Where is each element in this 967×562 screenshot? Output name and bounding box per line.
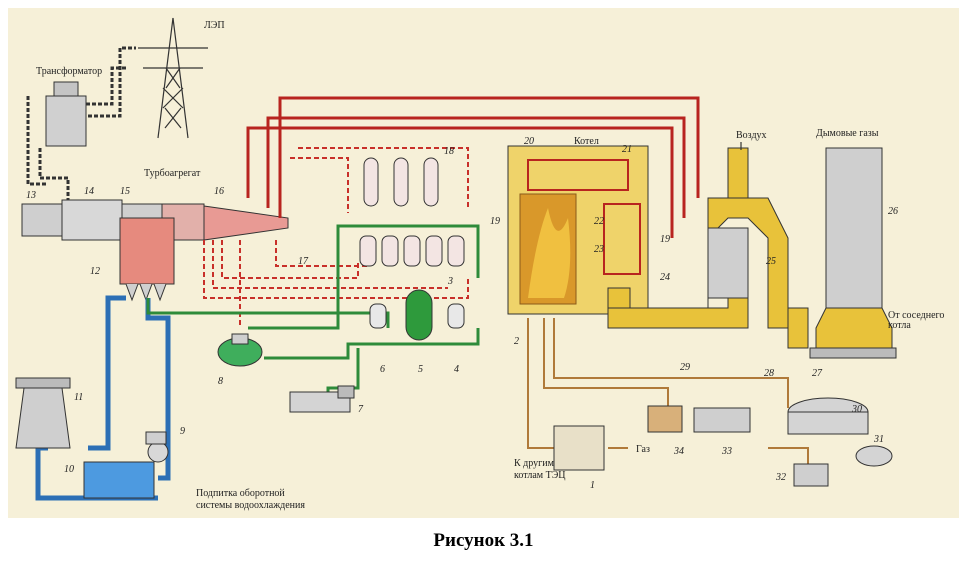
feed-water-lines [146, 224, 480, 398]
extraction-steam-lines [203, 147, 469, 328]
callout-15: 15 [120, 186, 130, 197]
callout-2: 2 [514, 336, 519, 347]
figure-caption: Рисунок 3.1 [433, 530, 534, 551]
callout-4: 4 [454, 364, 459, 375]
callout-32: 32 [775, 472, 786, 483]
label-gas: Газ [636, 444, 650, 455]
label-transformer: Трансформатор [36, 66, 102, 77]
circulation-pump [145, 431, 169, 463]
transformer [45, 46, 136, 147]
callout-11: 11 [74, 392, 83, 403]
callout-17: 17 [298, 256, 309, 267]
callout-16: 16 [214, 186, 224, 197]
callout-23: 23 [594, 244, 604, 255]
fuel-oil-pumps [793, 445, 893, 487]
callout-30: 30 [851, 404, 862, 415]
generator-bus-2 [38, 148, 70, 204]
callout-34: 34 [673, 446, 684, 457]
label-to-other-boilers-2: котлам ТЭЦ [514, 470, 566, 481]
fuel-oil-heaters [647, 405, 751, 433]
callout-26: 26 [888, 206, 898, 217]
dust-collector [707, 227, 749, 299]
callout-14: 14 [84, 186, 94, 197]
tpp-diagram: ЛЭП Трансформатор Турбоагрегат [8, 8, 959, 518]
fuel-oil-tank [787, 397, 869, 435]
callout-27: 27 [812, 368, 823, 379]
diagram-svg: ЛЭП Трансформатор Турбоагрегат [8, 8, 959, 518]
hp-heaters [363, 157, 439, 207]
callout-1: 1 [590, 480, 595, 491]
callout-25: 25 [766, 256, 776, 267]
label-from-neighbor-2: котла [888, 320, 911, 331]
callout-18: 18 [444, 146, 454, 157]
label-makeup-2: системы водоохлаждения [196, 500, 305, 511]
cooling-tower [15, 377, 71, 449]
flue-gas-duct [607, 147, 809, 349]
callout-33: 33 [721, 446, 732, 457]
callout-19-left: 19 [490, 216, 500, 227]
feed-pump-right [447, 303, 465, 329]
callout-12: 12 [90, 266, 100, 277]
callout-5: 5 [418, 364, 423, 375]
power-line-tower [138, 17, 208, 139]
callout-28: 28 [764, 368, 774, 379]
callout-10: 10 [64, 464, 74, 475]
label-turbine-unit: Турбоагрегат [144, 168, 201, 179]
label-makeup-1: Подпитка оборотной [196, 488, 285, 499]
boiler [507, 145, 649, 315]
callout-7: 7 [358, 404, 364, 415]
live-steam-lines [246, 96, 700, 238]
label-air: Воздух [736, 130, 767, 141]
label-flue-gases: Дымовые газы [816, 128, 879, 139]
callout-24: 24 [660, 272, 670, 283]
callout-9: 9 [180, 426, 185, 437]
label-to-other-boilers-1: К другим [514, 458, 555, 469]
label-from-neighbor-1: От соседнего [888, 310, 944, 321]
condensate-pump [217, 333, 263, 367]
deaerator [405, 289, 433, 341]
condenser [119, 217, 175, 302]
callout-29: 29 [680, 362, 690, 373]
label-lep: ЛЭП [204, 20, 225, 31]
generator-bus [26, 96, 48, 186]
callout-31: 31 [873, 434, 884, 445]
gas-distribution-point [553, 425, 605, 471]
callout-6: 6 [380, 364, 385, 375]
callout-19-right: 19 [660, 234, 670, 245]
callout-8: 8 [218, 376, 223, 387]
callout-21: 21 [622, 144, 632, 155]
callout-20: 20 [524, 136, 534, 147]
callout-13: 13 [26, 190, 36, 201]
lp-heaters [359, 235, 465, 267]
chimney [809, 147, 897, 359]
label-boiler: Котел [574, 136, 599, 147]
fuel-lines [527, 318, 809, 468]
feed-pump-left [369, 303, 387, 329]
cooling-pond [83, 461, 155, 499]
callout-22: 22 [594, 216, 604, 227]
chemical-water-treatment [289, 385, 355, 413]
callout-3: 3 [447, 276, 453, 287]
